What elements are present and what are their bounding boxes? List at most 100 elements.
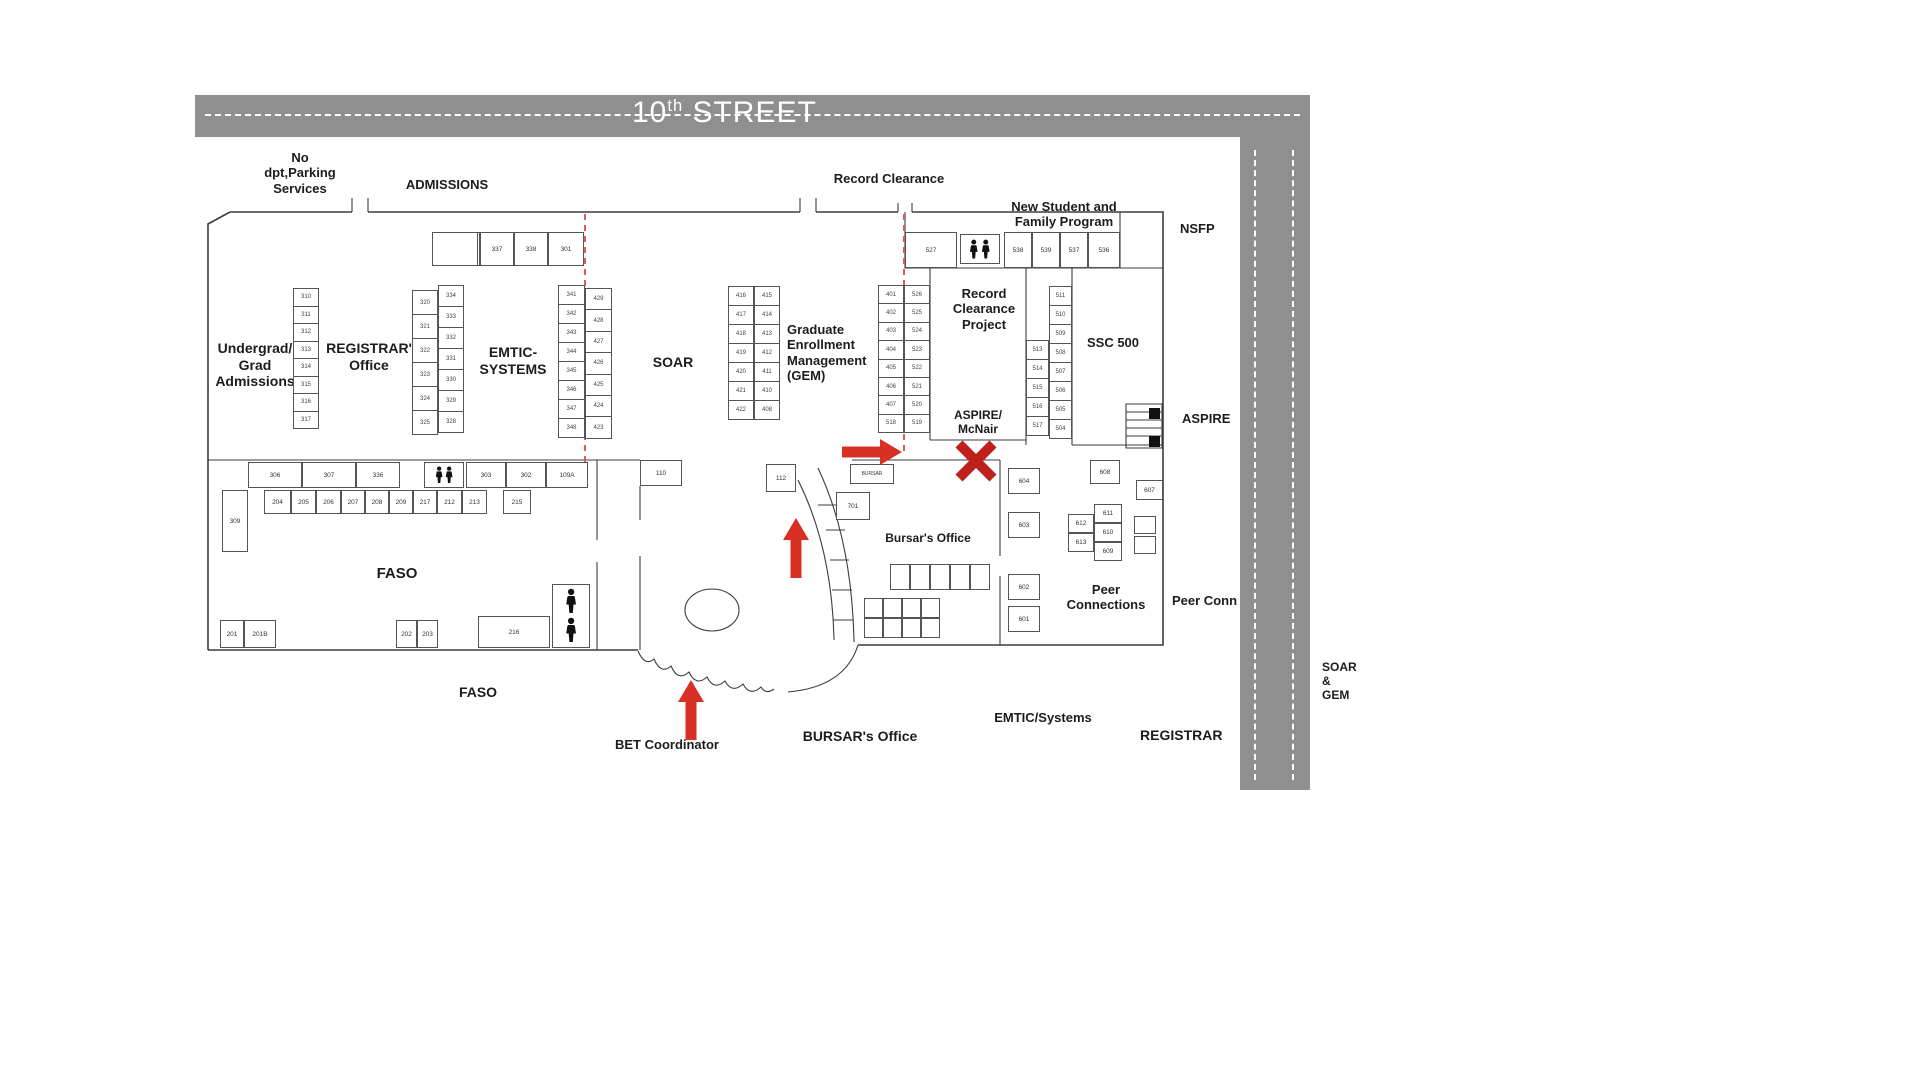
room-416: 416: [728, 286, 754, 306]
room-unlabeled: [883, 598, 902, 618]
registrar-lower-label: REGISTRAR: [1140, 727, 1223, 743]
person-icon: [445, 466, 453, 483]
soar-label: SOAR: [652, 354, 694, 370]
room-unlabeled: [921, 598, 940, 618]
room-301: 301: [548, 232, 584, 266]
room-208: 208: [365, 490, 389, 514]
room-611: 611: [1094, 504, 1122, 523]
room-421: 421: [728, 381, 754, 401]
room-423: 423: [585, 416, 612, 439]
aspire-label: ASPIRE: [1182, 411, 1231, 426]
room-unlabeled: [864, 598, 883, 618]
room-510: 510: [1049, 305, 1072, 325]
room-527: 527: [905, 232, 957, 268]
record-clearance-project-label: Record Clearance Project: [952, 286, 1016, 332]
room-405: 405: [878, 358, 904, 378]
elevator-icon: [1149, 408, 1160, 419]
room-unlabeled: [950, 564, 970, 590]
bursars-office-inner-label: Bursar's Office: [885, 531, 971, 545]
room-316: 316: [293, 393, 319, 412]
room-216: 216: [478, 616, 550, 648]
room-516: 516: [1026, 397, 1049, 417]
room-310: 310: [293, 288, 319, 307]
room-unlabeled: [1134, 536, 1156, 554]
room-508: 508: [1049, 343, 1072, 363]
room-425: 425: [585, 373, 612, 396]
room-603: 603: [1008, 512, 1040, 538]
room-507: 507: [1049, 362, 1072, 382]
faso-lower-label: FASO: [458, 684, 498, 700]
person-icon: [566, 588, 576, 614]
side-street-bar: [1240, 137, 1310, 790]
room-403: 403: [878, 321, 904, 342]
side-street-dash-right: [1292, 150, 1294, 780]
room-604: 604: [1008, 468, 1040, 494]
door-ticks: [351, 198, 913, 212]
restroom-icon: [552, 584, 590, 648]
person-icon: [566, 617, 576, 643]
room-410: 410: [754, 381, 780, 401]
room-336: 336: [356, 462, 400, 488]
room-314: 314: [293, 358, 319, 377]
restroom-icon: [960, 234, 1000, 264]
room-203: 203: [417, 620, 438, 648]
room-536: 536: [1088, 232, 1120, 268]
room-346: 346: [558, 380, 585, 400]
room-333: 333: [438, 306, 464, 328]
room-309: 309: [222, 490, 248, 552]
room-517: 517: [1026, 416, 1049, 436]
room-402: 402: [878, 303, 904, 323]
room-306: 306: [248, 462, 302, 488]
room-511: 511: [1049, 286, 1072, 306]
room-112: 112: [766, 464, 796, 492]
room-343: 343: [558, 323, 585, 343]
room-110: 110: [640, 460, 682, 486]
room-524: 524: [904, 321, 930, 342]
room-205: 205: [291, 490, 316, 514]
room-414: 414: [754, 305, 780, 325]
entrance-curve: [787, 644, 859, 693]
room-330: 330: [438, 369, 464, 391]
red-arrow-up: [783, 518, 809, 578]
room-317: 317: [293, 410, 319, 429]
room-213: 213: [462, 490, 487, 514]
room-207: 207: [341, 490, 365, 514]
room-348: 348: [558, 418, 585, 438]
room-518: 518: [878, 413, 904, 434]
room-525: 525: [904, 303, 930, 323]
room-407: 407: [878, 395, 904, 415]
room-514: 514: [1026, 359, 1049, 379]
room-201B: 201B: [244, 620, 276, 648]
lobby-desk: [684, 588, 740, 632]
room-515: 515: [1026, 378, 1049, 398]
room-422: 422: [728, 400, 754, 420]
room-602: 602: [1008, 574, 1040, 600]
room-608: 608: [1090, 460, 1120, 484]
room-303: 303: [466, 462, 506, 488]
room-unlabeled: [970, 564, 990, 590]
new-student-family-program-label: New Student and Family Program: [1011, 199, 1117, 230]
room-520: 520: [904, 395, 930, 415]
room-324: 324: [412, 386, 438, 411]
room-unlabeled: [890, 564, 910, 590]
room-607: 607: [1136, 480, 1163, 500]
elevator-icon: [1149, 436, 1160, 447]
room-315: 315: [293, 375, 319, 394]
room-209: 209: [389, 490, 413, 514]
room-unlabeled: [910, 564, 930, 590]
peer-conn-label: Peer Conn: [1172, 593, 1238, 608]
room-345: 345: [558, 361, 585, 381]
room-204: 204: [264, 490, 291, 514]
person-icon: [970, 239, 979, 259]
room-612: 612: [1068, 514, 1094, 533]
room-unlabeled: [432, 232, 478, 266]
red-arrow-up: [678, 680, 704, 740]
